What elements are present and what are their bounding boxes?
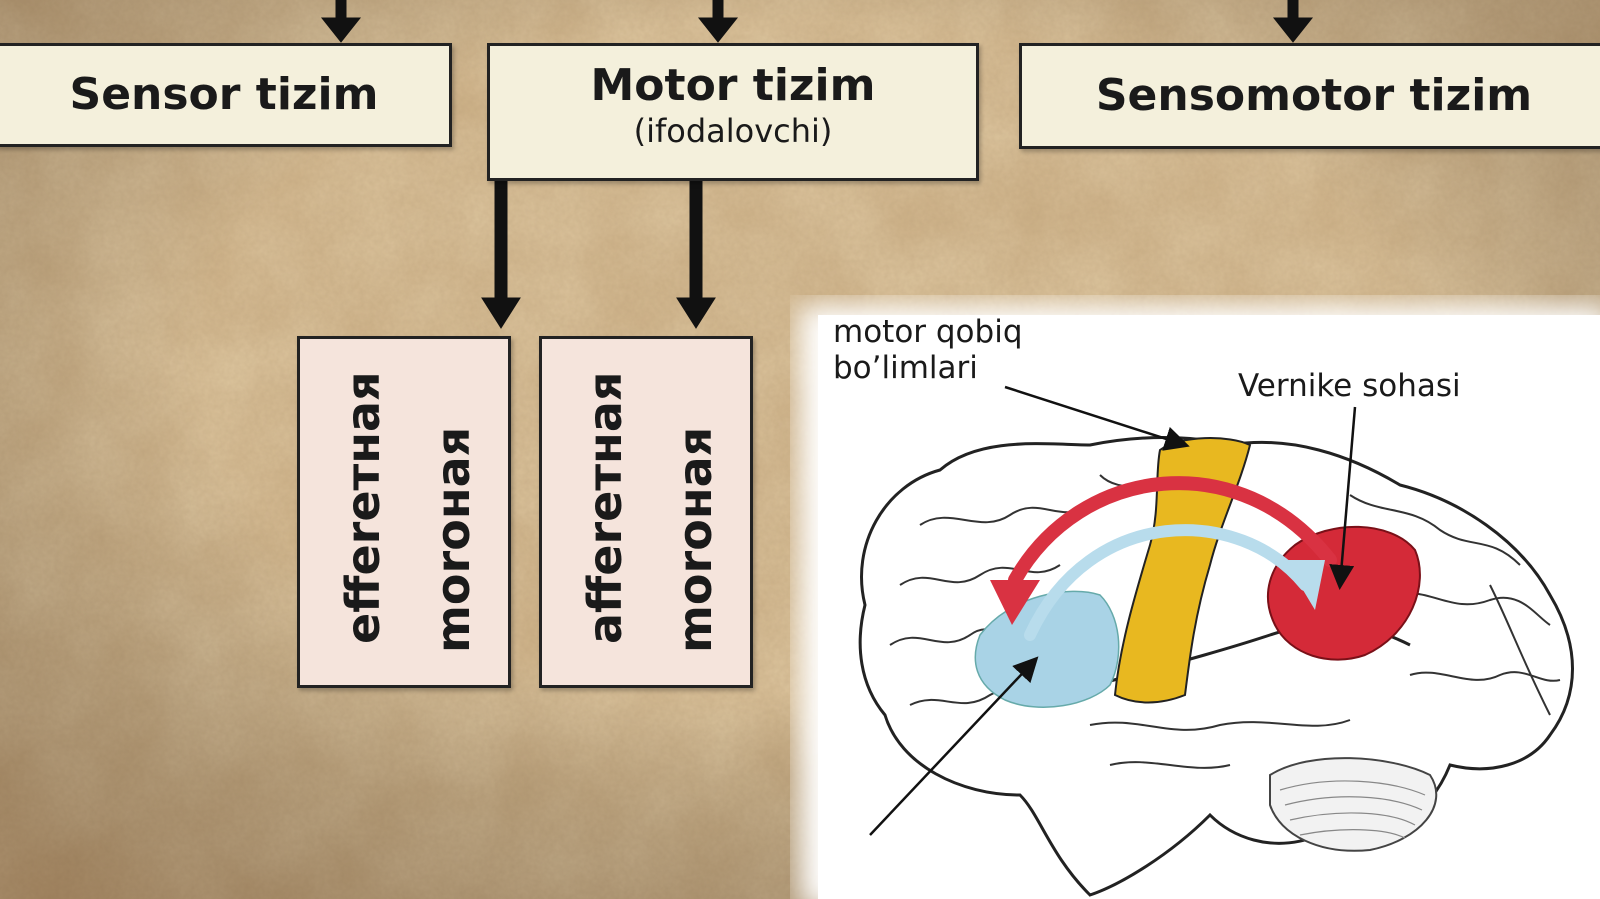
motor-system-title: Motor tizim — [590, 60, 876, 111]
afferent-line2: moroнaя — [668, 426, 722, 653]
motor-cortex-label-line2: bo’limlari — [833, 350, 978, 386]
motor-cortex-label-line1: motor qobiq — [833, 314, 1023, 350]
red-arc-arrow — [1008, 476, 1337, 587]
blue-arrowhead — [1285, 560, 1325, 610]
motor-pointer-line — [1004, 385, 1190, 451]
vernike-label: Vernike sohasi — [1238, 368, 1461, 404]
sensomotor-system-box: Sensomotor tizim — [1019, 43, 1600, 149]
efferent-motor-box: efferетная moroнaя — [297, 336, 511, 688]
motor-system-subtitle: (ifodalovchi) — [633, 112, 833, 150]
efferent-line1: efferетная — [336, 371, 390, 644]
motor-system-box: Motor tizim (ifodalovchi) — [487, 43, 979, 181]
sensor-system-box: Sensor tizim — [0, 43, 452, 147]
vernike-pointer-line — [1329, 406, 1357, 590]
afferent-line1: afferетная — [578, 371, 632, 644]
brain-illustration-panel — [800, 305, 1600, 899]
motor-cortex-area — [1113, 437, 1252, 704]
broca-pointer-line — [869, 656, 1039, 836]
efferent-line2: moroнaя — [426, 426, 480, 653]
red-arrowhead — [990, 580, 1040, 625]
sensor-system-title: Sensor tizim — [69, 69, 379, 120]
cerebellum — [1269, 757, 1438, 852]
sensomotor-system-title: Sensomotor tizim — [1095, 70, 1533, 121]
afferent-motor-box: afferетная moroнaя — [539, 336, 753, 688]
blue-arc-arrow — [1024, 524, 1311, 641]
